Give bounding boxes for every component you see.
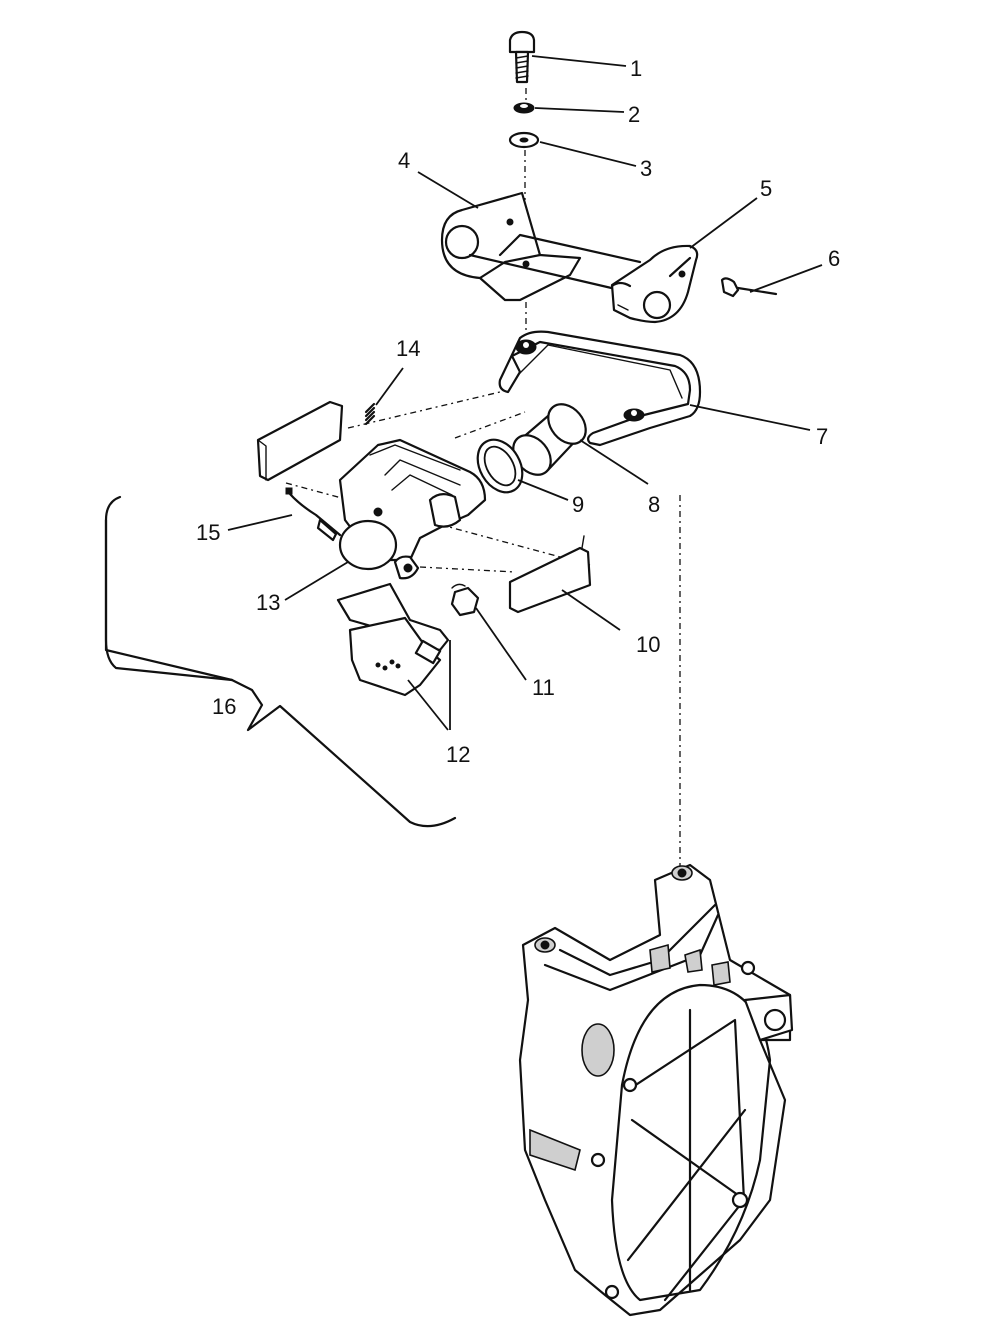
leader-lines [227,55,823,731]
group-bracket-16 [104,495,457,828]
callout-8: 8 [648,492,660,517]
callout-15: 15 [196,520,220,545]
callout-12: 12 [446,742,470,767]
callout-5: 5 [760,176,772,201]
flat-washer-part [508,131,540,149]
chaincase-housing-part [518,863,794,1317]
callout-13: 13 [256,590,280,615]
bleeder-part [285,487,342,542]
callout-2: 2 [628,102,640,127]
callout-1: 1 [630,56,642,81]
caliper-frame-part [498,330,702,447]
adjuster-nut-part [450,583,480,617]
callout-16: 16 [212,694,236,719]
seal-ring-part [476,438,524,494]
pad-shim-upper-part [256,400,344,482]
callout-4: 4 [398,148,410,173]
spring-part [364,402,376,426]
callout-11: 11 [532,675,555,700]
mounting-bracket-part [440,191,642,302]
pad-shim-lower-part [508,535,592,614]
screw-part [720,277,778,298]
brake-pads-part [336,582,450,697]
callout-7: 7 [816,424,828,449]
callout-10: 10 [636,632,660,657]
assembly-center-lines [285,88,681,868]
callout-labels: 1 2 3 4 5 6 7 8 9 10 11 12 13 14 15 16 [196,56,840,767]
callout-9: 9 [572,492,584,517]
lock-washer-part [513,102,535,114]
callout-6: 6 [828,246,840,271]
callout-3: 3 [640,156,652,181]
arm-link-part [610,244,699,324]
callout-14: 14 [396,336,420,361]
bolt-part [508,30,536,84]
caliper-body-part [338,438,487,580]
piston-part [512,403,587,476]
